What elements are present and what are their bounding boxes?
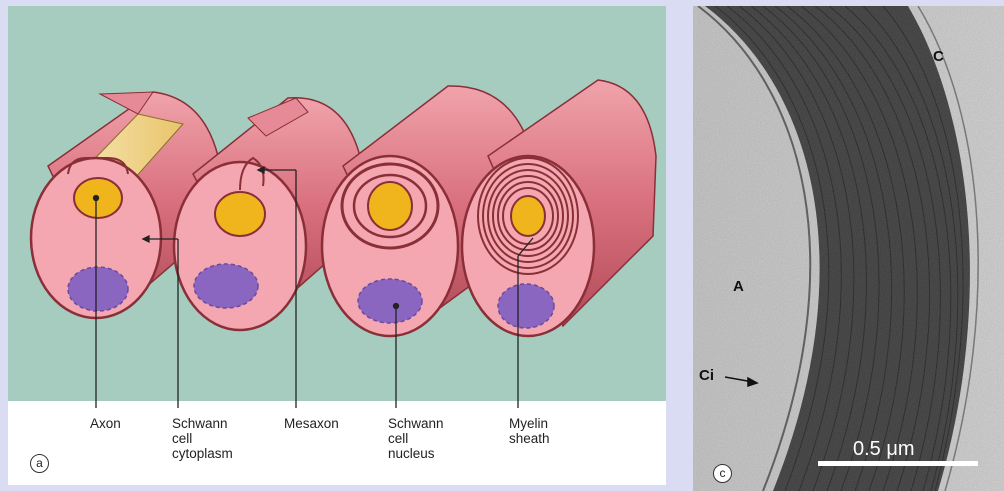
label-ci: Ci [699,367,714,384]
scale-bar [818,461,978,466]
panel-c-micrograph: C A Ci 0.5 μm c [693,6,1004,491]
label-myelin-sheath: Myelin sheath [509,416,550,446]
label-a-axon: A [733,278,744,295]
stage-2-nucleus [194,264,258,308]
stage-4-nucleus [498,284,554,328]
stage-1-nucleus [68,267,128,311]
label-schwann-cell-cytoplasm: Schwann cell cytoplasm [172,416,233,461]
scale-bar-label: 0.5 μm [853,438,915,461]
myelin-micrograph [693,6,1004,491]
panel-a-diagram: Axon Schwann cell cytoplasm Mesaxon Schw… [8,6,666,485]
label-mesaxon: Mesaxon [284,416,339,431]
label-axon: Axon [90,416,121,431]
label-schwann-cell-nucleus: Schwann cell nucleus [388,416,444,461]
myelination-diagram [8,6,666,485]
panel-c-badge: c [713,464,732,483]
panel-a-badge: a [30,454,49,473]
label-c-collagen: C [933,48,944,65]
stage-3-nucleus [358,279,422,323]
